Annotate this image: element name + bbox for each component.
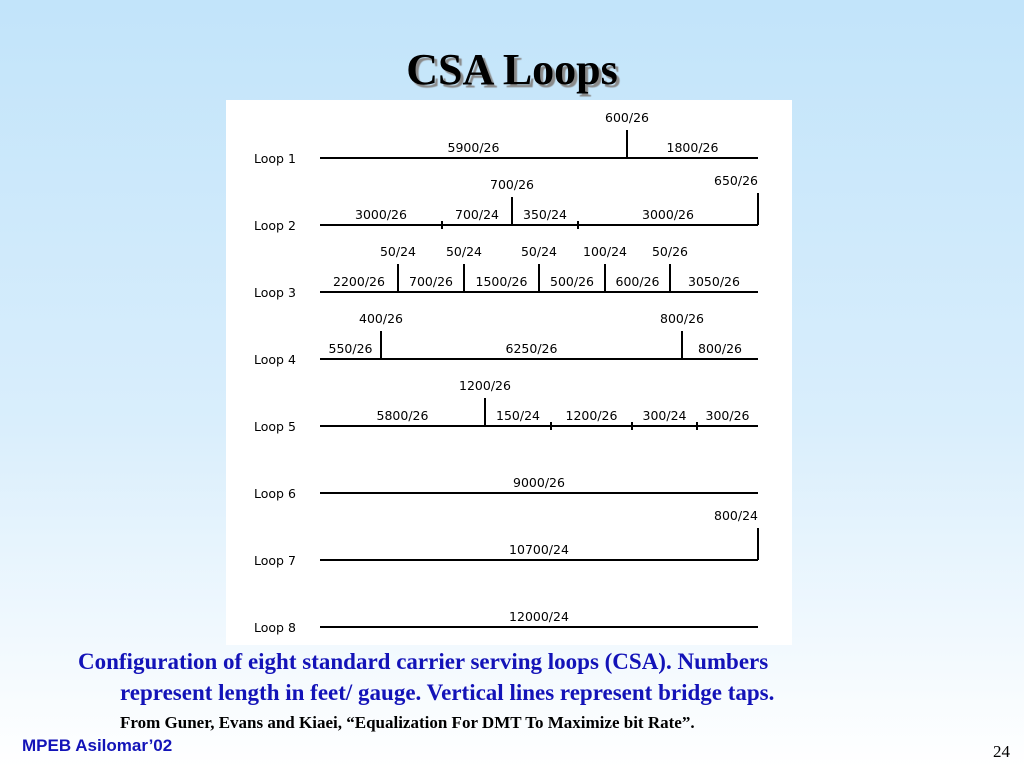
loop-label: Loop 5 [254, 419, 296, 434]
segment-label: 1800/26 [667, 140, 719, 155]
bridge-tap-label: 50/24 [446, 244, 482, 259]
loop-label: Loop 3 [254, 285, 296, 300]
bridge-tap-label: 50/26 [652, 244, 688, 259]
segment-label: 700/24 [455, 207, 499, 222]
segment-label: 3000/26 [642, 207, 694, 222]
loop-label: Loop 7 [254, 553, 296, 568]
segment-label: 6250/26 [506, 341, 558, 356]
segment-label: 700/26 [409, 274, 453, 289]
caption-line-1: Configuration of eight standard carrier … [78, 649, 769, 674]
footer-conference: MPEB Asilomar’02 [22, 736, 173, 755]
segment-label: 500/26 [550, 274, 594, 289]
loop-label: Loop 8 [254, 620, 296, 635]
segment-label: 550/26 [329, 341, 373, 356]
loop-label: Loop 6 [254, 486, 296, 501]
source-citation: From Guner, Evans and Kiaei, “Equalizati… [120, 713, 695, 732]
loop-label: Loop 1 [254, 151, 296, 166]
bridge-tap-label: 1200/26 [459, 378, 511, 393]
segment-label: 3000/26 [355, 207, 407, 222]
segment-label: 300/24 [643, 408, 687, 423]
end-tap-label: 800/24 [714, 508, 758, 523]
bridge-tap-label: 800/26 [660, 311, 704, 326]
segment-label: 2200/26 [333, 274, 385, 289]
bridge-tap-label: 100/24 [583, 244, 627, 259]
page-number: 24 [993, 742, 1010, 761]
loop-label: Loop 2 [254, 218, 296, 233]
segment-label: 300/26 [706, 408, 750, 423]
caption-line-2: represent length in feet/ gauge. Vertica… [120, 680, 775, 705]
bridge-tap-label: 600/26 [605, 110, 649, 125]
segment-label: 1500/26 [476, 274, 528, 289]
segment-label: 150/24 [496, 408, 540, 423]
segment-label: 3050/26 [688, 274, 740, 289]
segment-label: 5900/26 [448, 140, 500, 155]
segment-label: 10700/24 [509, 542, 569, 557]
bridge-tap-label: 50/24 [380, 244, 416, 259]
figure-caption: Configuration of eight standard carrier … [78, 646, 948, 708]
loop-label: Loop 4 [254, 352, 296, 367]
segment-label: 350/24 [523, 207, 567, 222]
segment-label: 800/26 [698, 341, 742, 356]
bridge-tap-label: 700/26 [490, 177, 534, 192]
segment-label: 12000/24 [509, 609, 569, 624]
end-tap-label: 650/26 [714, 173, 758, 188]
bridge-tap-label: 50/24 [521, 244, 557, 259]
segment-label: 1200/26 [566, 408, 618, 423]
slide-title: CSA Loops [406, 45, 618, 94]
segment-label: 5800/26 [377, 408, 429, 423]
bridge-tap-label: 400/26 [359, 311, 403, 326]
segment-label: 9000/26 [513, 475, 565, 490]
segment-label: 600/26 [616, 274, 660, 289]
